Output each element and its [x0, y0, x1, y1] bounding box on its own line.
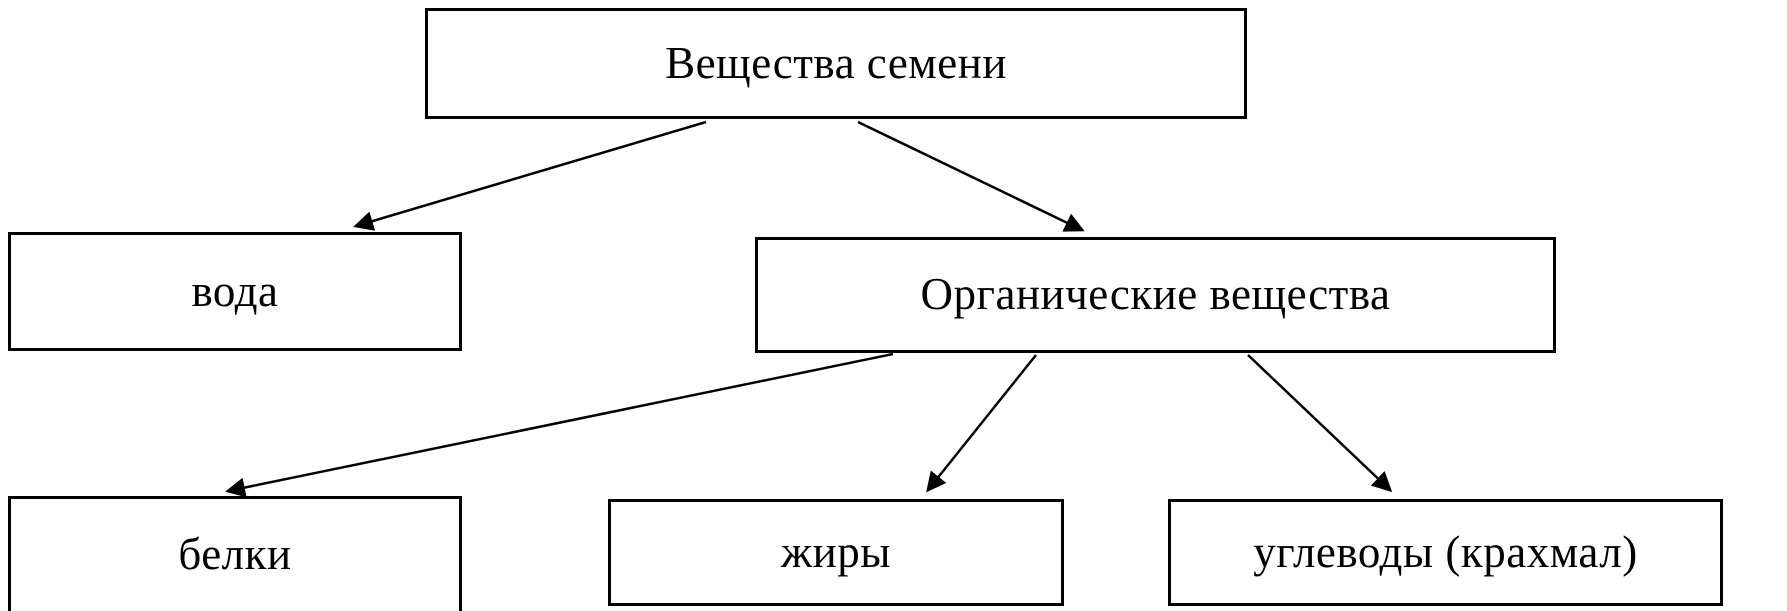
- arrow-organic-to-proteins: [225, 352, 894, 498]
- node-water-label: вода: [191, 265, 279, 316]
- node-seed-substances: Вещества семени: [425, 8, 1247, 119]
- node-seed-substances-label: Вещества семени: [665, 37, 1007, 88]
- node-water: вода: [8, 232, 462, 351]
- node-organic-substances: Органические вещества: [755, 237, 1556, 353]
- node-fats: жиры: [608, 499, 1064, 606]
- arrow-organic-to-fats: [926, 354, 1037, 493]
- node-carbohydrates-label: углеводы (крахмал): [1253, 526, 1638, 577]
- node-carbohydrates: углеводы (крахмал): [1168, 499, 1723, 606]
- arrow-seed-to-organic: [857, 120, 1085, 232]
- node-fats-label: жиры: [781, 526, 891, 577]
- node-proteins-label: белки: [178, 529, 292, 580]
- node-proteins: белки: [8, 496, 462, 611]
- arrow-organic-to-carbs: [1247, 354, 1393, 493]
- node-organic-substances-label: Органические вещества: [920, 269, 1391, 320]
- arrow-seed-to-water: [353, 120, 707, 231]
